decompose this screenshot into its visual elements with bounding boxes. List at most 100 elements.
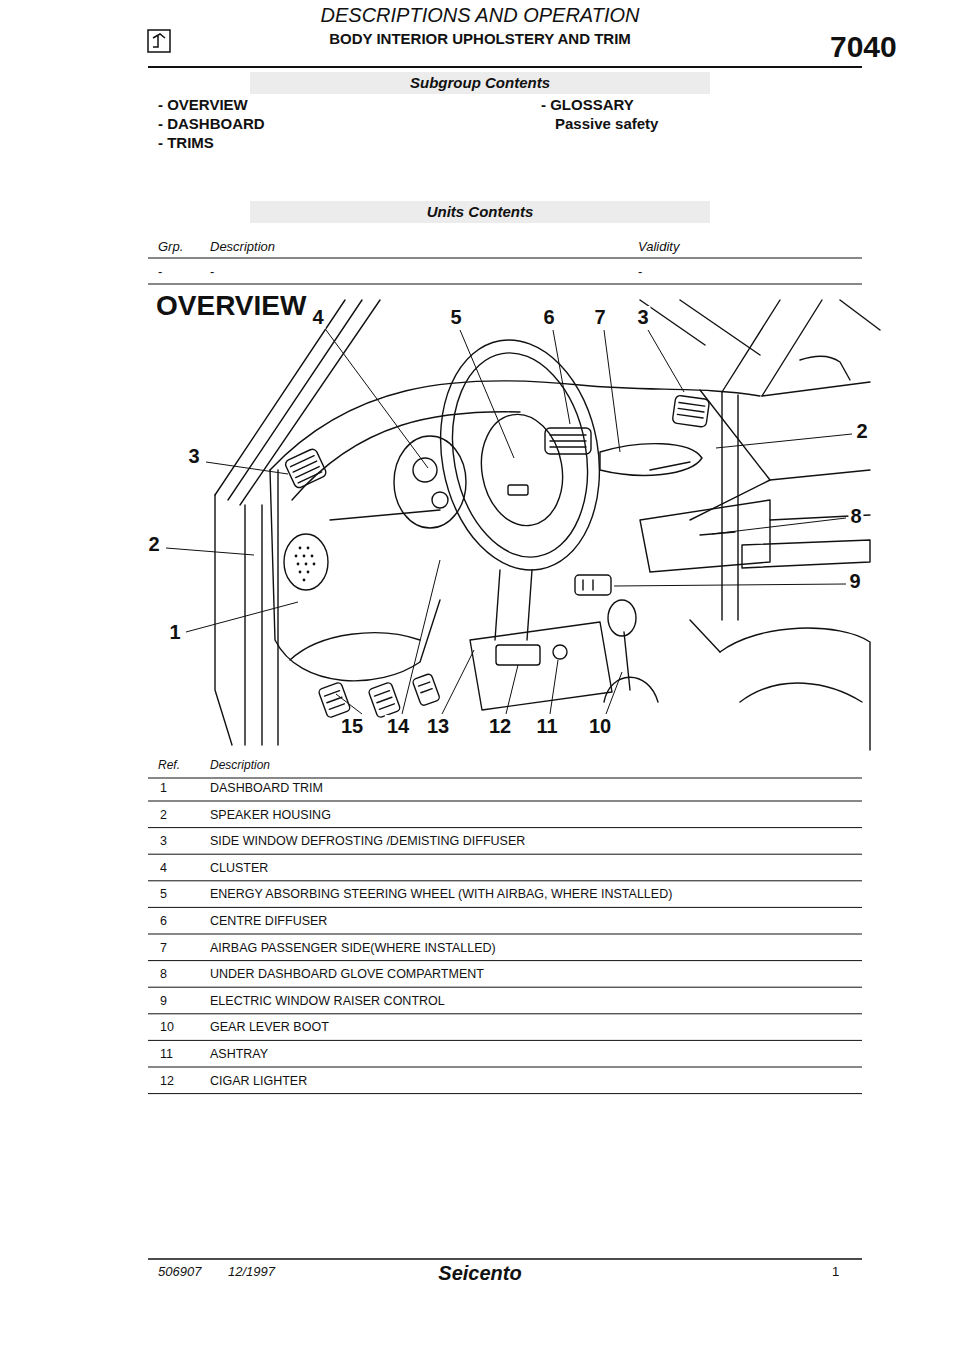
callout-number: 8 [848, 505, 863, 528]
page-text: 1 [160, 781, 167, 795]
page-text: 506907 [158, 1265, 201, 1280]
illustration-part [215, 300, 380, 505]
callout-number: 14 [385, 715, 411, 738]
illustration-part [690, 620, 720, 652]
page-text: ENERGY ABSORBING STEERING WHEEL (WITH AI… [210, 887, 672, 901]
illustration-part [245, 470, 278, 745]
illustration-part [608, 600, 636, 636]
page-text: 1 [832, 1265, 839, 1280]
page-text: OVERVIEW [156, 290, 306, 322]
dashboard-illustration [215, 300, 880, 750]
page-text: Description [210, 240, 275, 255]
page-text: UNDER DASHBOARD GLOVE COMPARTMENT [210, 967, 484, 981]
table-rule [148, 907, 862, 908]
table-rule [148, 1040, 862, 1041]
illustration-part [413, 458, 437, 482]
callout-number: 5 [448, 306, 463, 329]
illustration-part [672, 395, 710, 427]
page-text: 8 [160, 967, 167, 981]
page-text: - TRIMS [158, 134, 214, 151]
illustration-part [307, 547, 310, 550]
callout-number: 7 [592, 306, 607, 329]
page-text: 7 [160, 941, 167, 955]
callout-number: 12 [487, 715, 513, 738]
illustration-part [508, 485, 528, 495]
page-text: 10 [160, 1020, 174, 1034]
illustration-part [740, 683, 862, 702]
illustration-part [311, 555, 314, 558]
page-text: CENTRE DIFFUSER [210, 914, 327, 928]
leader-lines [166, 330, 852, 714]
illustration-part [412, 673, 440, 706]
table-rule [148, 934, 862, 935]
illustration-part [677, 402, 704, 418]
illustration-part [672, 395, 710, 427]
table-rule [148, 1067, 862, 1068]
illustration-part [606, 672, 622, 714]
callout-number: 15 [339, 715, 365, 738]
table-rule [148, 880, 862, 881]
illustration-part [290, 633, 420, 660]
illustration-part [648, 330, 684, 392]
illustration-part [553, 645, 567, 659]
illustration-part [303, 555, 306, 558]
page-text: Passive safety [555, 115, 658, 132]
page-text: 9 [160, 994, 167, 1008]
illustration-part [270, 381, 760, 470]
illustration-part [295, 547, 316, 582]
illustration-part [307, 571, 310, 574]
illustration-part [640, 500, 770, 572]
illustration-part [624, 632, 630, 690]
illustration-part [318, 682, 351, 718]
callout-number: 3 [635, 306, 650, 329]
illustration-part [575, 575, 611, 595]
page-text: Units Contents [427, 203, 534, 220]
callout-number: 11 [534, 715, 559, 738]
page-text: SIDE WINDOW DEFROSTING /DEMISTING DIFFUS… [210, 834, 525, 848]
illustration-part [553, 330, 570, 424]
illustration-part [762, 382, 870, 520]
table-rule [148, 1013, 862, 1014]
illustration-part [303, 579, 306, 582]
page-text: - [158, 265, 162, 280]
illustration-part [284, 534, 328, 590]
illustration-part [402, 560, 440, 714]
page-text: Seicento [438, 1262, 521, 1285]
illustration-part [722, 300, 822, 396]
illustration-part [460, 330, 514, 458]
page-text: - DASHBOARD [158, 115, 265, 132]
illustration-part [324, 691, 344, 710]
illustration-part [166, 548, 254, 555]
illustration-part [284, 448, 327, 490]
illustration-part [742, 540, 870, 568]
illustration-part [394, 436, 466, 528]
illustration-part [423, 327, 617, 583]
page-text: 12 [160, 1074, 174, 1088]
illustration-part [442, 650, 474, 714]
callout-number: 3 [186, 445, 201, 468]
table-rule [148, 827, 862, 828]
callout-number: 10 [587, 715, 613, 738]
page-text: 5 [160, 887, 167, 901]
callout-number: 1 [167, 621, 182, 644]
illustration-part [295, 555, 298, 558]
illustration-part [600, 444, 702, 476]
page-text: CIGAR LIGHTER [210, 1074, 307, 1088]
illustration-part [716, 434, 852, 448]
illustration-part [496, 645, 540, 665]
page-text: ASHTRAY [210, 1047, 268, 1061]
page-text: Subgroup Contents [410, 74, 550, 91]
illustration-part [722, 392, 738, 620]
page-text: Validity [638, 240, 679, 255]
callout-number: 2 [146, 533, 161, 556]
callout-number: 2 [854, 420, 869, 443]
page-text: Description [210, 759, 270, 773]
heading-band [250, 72, 710, 94]
illustration-part [318, 682, 351, 718]
illustration-part [153, 34, 165, 47]
illustration-part [148, 778, 862, 779]
illustration-part [297, 563, 300, 566]
page-text: GEAR LEVER BOOT [210, 1020, 329, 1034]
page-text: AIRBAG PASSENGER SIDE(WHERE INSTALLED) [210, 941, 496, 955]
